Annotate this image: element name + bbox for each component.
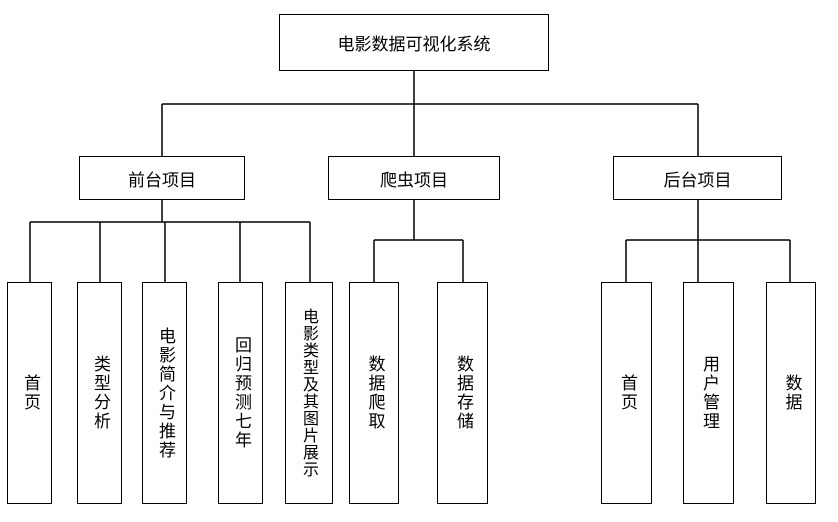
leaf-label: 数据爬取 [364, 355, 385, 431]
leaf-label: 电影简介与推荐 [155, 326, 175, 460]
branch-node-backend: 后台项目 [613, 156, 782, 200]
root-label: 电影数据可视化系统 [337, 35, 491, 55]
leaf-label: 数据 [781, 374, 802, 412]
leaf-node: 类型分析 [77, 282, 122, 504]
leaf-label: 回归预测七年 [231, 336, 251, 450]
leaf-label: 首页 [20, 374, 40, 412]
leaf-node: 电影类型及其图片展示 [285, 282, 333, 504]
leaf-node: 用户管理 [683, 282, 734, 504]
branch-label: 爬虫项目 [380, 170, 448, 191]
branch-label: 前台项目 [128, 170, 196, 191]
leaf-label: 首页 [617, 374, 637, 412]
branch-node-frontend: 前台项目 [79, 156, 245, 200]
leaf-node: 电影简介与推荐 [142, 282, 187, 504]
leaf-node: 数据爬取 [349, 282, 399, 504]
leaf-label: 用户管理 [699, 355, 719, 431]
root-node: 电影数据可视化系统 [279, 14, 549, 71]
leaf-label: 数据存储 [453, 355, 473, 431]
leaf-node: 数据存储 [437, 282, 488, 504]
branch-node-crawler: 爬虫项目 [328, 156, 500, 200]
branch-label: 后台项目 [663, 170, 732, 191]
leaf-node: 回归预测七年 [218, 282, 263, 504]
leaf-node: 数据 [766, 282, 816, 504]
leaf-label: 电影类型及其图片展示 [300, 308, 319, 478]
leaf-node: 首页 [601, 282, 652, 504]
leaf-node: 首页 [7, 282, 52, 504]
leaf-label: 类型分析 [90, 355, 110, 431]
